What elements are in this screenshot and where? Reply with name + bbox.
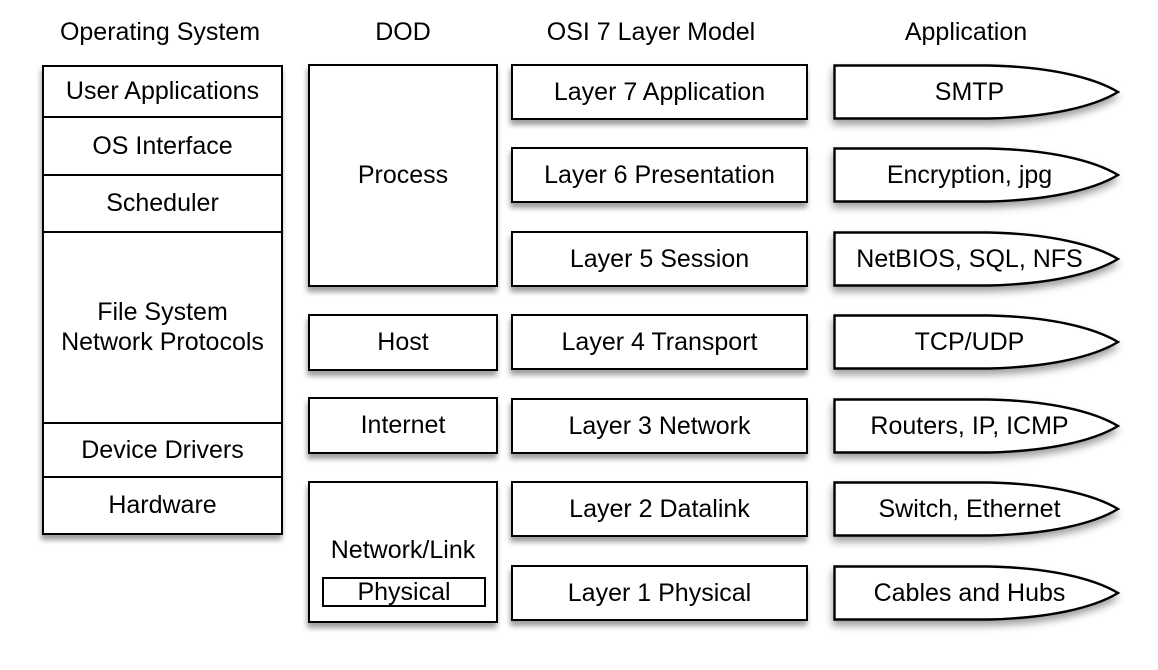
dod-inner-box-label: Physical — [357, 577, 451, 606]
app-item-label: NetBIOS, SQL, NFS — [856, 244, 1083, 273]
osi-layer-label: Layer 7 Application — [553, 77, 766, 106]
osi-layer-6-box: Layer 6 Presentation — [511, 147, 808, 203]
app-item-label: Cables and Hubs — [873, 578, 1066, 607]
app-item-switch-ethernet: Switch, Ethernet — [833, 481, 1120, 537]
app-item-smtp: SMTP — [833, 64, 1120, 120]
osi-layer-5-box: Layer 5 Session — [511, 231, 808, 287]
bullet-shape — [833, 565, 1120, 621]
os-section-label: Scheduler — [106, 189, 219, 217]
app-item-label: Encryption, jpg — [886, 160, 1053, 189]
osi-layer-2-box: Layer 2 Datalink — [511, 481, 808, 537]
osi-layer-label: Layer 5 Session — [569, 244, 750, 273]
bullet-shape — [833, 231, 1120, 287]
bullet-shape — [833, 314, 1120, 370]
os-section-hardware: Hardware — [44, 478, 281, 533]
app-item-label: Routers, IP, ICMP — [870, 411, 1069, 440]
dod-box-network-link: Network/Link Physical — [308, 481, 498, 623]
dod-box-label: Process — [357, 161, 449, 189]
dod-box-label: Network/Link — [330, 536, 476, 564]
osi-layer-label: Layer 6 Presentation — [544, 160, 775, 189]
bullet-shape — [833, 64, 1120, 120]
os-section-label: File System Network Protocols — [61, 298, 264, 356]
bullet-shape — [833, 398, 1120, 454]
app-item-label: TCP/UDP — [914, 327, 1025, 356]
os-section-file-system-network-protocols: File System Network Protocols — [44, 233, 281, 424]
osi-layer-4-box: Layer 4 Transport — [511, 314, 808, 370]
dod-box-process: Process — [308, 64, 498, 287]
osi-layer-1-box: Layer 1 Physical — [511, 565, 808, 621]
app-item-tcp-udp: TCP/UDP — [833, 314, 1120, 370]
osi-layer-label: Layer 3 Network — [568, 411, 751, 440]
os-section-user-applications: User Applications — [44, 67, 281, 118]
app-item-encryption-jpg: Encryption, jpg — [833, 147, 1120, 203]
app-item-routers-ip-icmp: Routers, IP, ICMP — [833, 398, 1120, 454]
app-item-label: Switch, Ethernet — [878, 494, 1061, 523]
os-section-os-interface: OS Interface — [44, 118, 281, 176]
os-section-label: Hardware — [108, 491, 217, 519]
os-stack: User Applications OS Interface Scheduler… — [42, 65, 283, 535]
osi-layer-label: Layer 2 Datalink — [569, 494, 750, 523]
dod-box-host: Host — [308, 314, 498, 371]
os-section-label: User Applications — [65, 77, 260, 105]
app-item-netbios-sql-nfs: NetBIOS, SQL, NFS — [833, 231, 1120, 287]
dod-inner-box-physical: Physical — [322, 577, 486, 607]
osi-layer-label: Layer 4 Transport — [561, 327, 758, 356]
os-section-scheduler: Scheduler — [44, 176, 281, 233]
bullet-shape — [833, 147, 1120, 203]
dod-box-label: Internet — [360, 411, 446, 439]
os-section-label: Device Drivers — [81, 435, 244, 464]
column-header-dod: DOD — [375, 18, 431, 46]
os-section-device-drivers: Device Drivers — [44, 424, 281, 478]
bullet-shape — [833, 481, 1120, 537]
column-header-osi: OSI 7 Layer Model — [546, 18, 756, 46]
osi-layer-7-box: Layer 7 Application — [511, 64, 808, 120]
column-header-operating-system: Operating System — [59, 18, 261, 46]
os-section-label: OS Interface — [92, 131, 233, 160]
column-header-application: Application — [904, 18, 1028, 46]
osi-layer-3-box: Layer 3 Network — [511, 398, 808, 454]
dod-box-internet: Internet — [308, 397, 498, 454]
osi-layer-label: Layer 1 Physical — [567, 578, 752, 607]
dod-box-label: Host — [377, 328, 429, 356]
app-item-label: SMTP — [934, 77, 1005, 106]
app-item-cables-and-hubs: Cables and Hubs — [833, 565, 1120, 621]
